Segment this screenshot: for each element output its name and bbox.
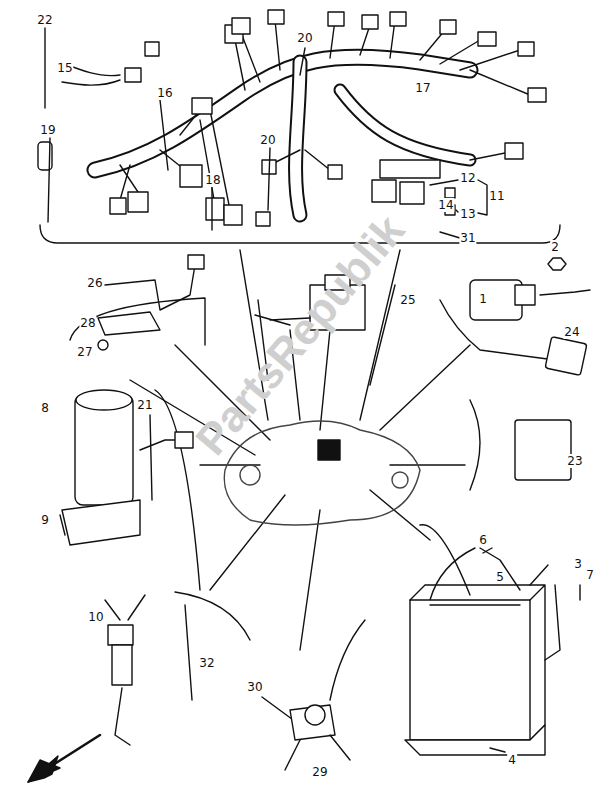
- callout-number: 32: [198, 656, 215, 670]
- callout-number: 10: [87, 610, 104, 624]
- callout-number: 7: [585, 568, 595, 582]
- callout-number: 29: [311, 765, 328, 779]
- callout-number: 28: [79, 316, 96, 330]
- callout-number: 8: [40, 401, 50, 415]
- callout-number: 31: [459, 231, 476, 245]
- callout-number: 19: [39, 123, 56, 137]
- callout-number: 3: [573, 557, 583, 571]
- callout-number: 22: [36, 13, 53, 27]
- callout-number: 25: [399, 293, 416, 307]
- callout-number: 17: [414, 81, 431, 95]
- callout-number: 20: [259, 133, 276, 147]
- callout-number: 1: [478, 292, 488, 306]
- callout-number: 30: [246, 680, 263, 694]
- callout-number: 20: [296, 31, 313, 45]
- watermark: PartsRepublik: [188, 208, 412, 463]
- callout-number: 27: [76, 345, 93, 359]
- callout-number: 23: [566, 454, 583, 468]
- callout-number: 26: [86, 276, 103, 290]
- callout-number: 4: [507, 753, 517, 767]
- callout-number: 18: [204, 173, 221, 187]
- callout-number: 13: [459, 207, 476, 221]
- callout-number: 21: [136, 398, 153, 412]
- callout-number: 5: [495, 570, 505, 584]
- callout-number: 6: [478, 533, 488, 547]
- callout-number: 11: [488, 189, 505, 203]
- callout-number: 24: [563, 325, 580, 339]
- callout-number: 9: [40, 513, 50, 527]
- callout-number: 16: [156, 86, 173, 100]
- callout-number: 12: [459, 171, 476, 185]
- callout-number: 15: [56, 61, 73, 75]
- callout-number: 2: [550, 240, 560, 254]
- callout-number: 14: [437, 198, 454, 212]
